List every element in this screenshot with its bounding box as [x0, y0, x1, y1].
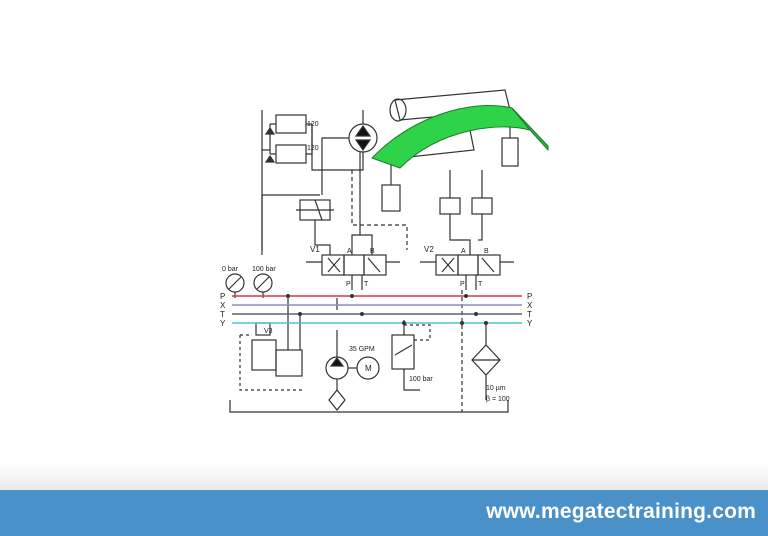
pilot-valve-v3 [251, 339, 277, 371]
port-t-right: T [478, 281, 483, 288]
relief-top-setting: 120 [307, 121, 319, 128]
relief-valve-top [275, 114, 307, 134]
line-x-label-left: X [220, 301, 226, 310]
relief-valve-bottom [275, 144, 307, 164]
line-p-label-right: P [527, 292, 532, 301]
filter-beta: β = 100 [486, 396, 510, 403]
port-b-left: B [370, 248, 375, 255]
port-a-right: A [461, 248, 466, 255]
line-t-label-right: T [527, 310, 532, 319]
cylinder-right [501, 137, 519, 167]
port-b-right: B [484, 248, 489, 255]
line-p-label-left: P [220, 292, 225, 301]
tank-return-line [229, 400, 509, 413]
line-y-label-right: Y [527, 319, 533, 328]
gauge-right-label: 100 bar [252, 266, 276, 273]
footer-url[interactable]: www.megatectraining.com [486, 500, 756, 523]
filter-rating: 10 µm [486, 385, 506, 392]
port-a-left: A [347, 248, 352, 255]
cylinder-left [381, 184, 401, 212]
relief-bottom-setting: 120 [307, 145, 319, 152]
line-y-label-left: Y [220, 319, 226, 328]
pilot-valve-label: V3 [264, 328, 273, 335]
gauge-left-label: 0 bar [222, 266, 239, 273]
valve-v2-label: V2 [424, 245, 434, 254]
formed-sheet [371, 104, 532, 169]
pump-flow-label: 35 GPM [349, 346, 375, 353]
footer-shadow [0, 464, 768, 494]
port-t-left: T [364, 281, 369, 288]
hydraulic-schematic: V1 V2 A B P T A B P T 120 120 0 bar 100 … [220, 89, 549, 413]
motor-label: M [365, 364, 372, 373]
valve-v1-label: V1 [310, 245, 320, 254]
relief-valve-main [391, 334, 415, 370]
line-x-label-right: X [527, 301, 533, 310]
line-t-label-left: T [220, 310, 225, 319]
relief-main-setting: 100 bar [409, 376, 433, 383]
footer-bar: www.megatectraining.com [0, 490, 768, 536]
port-p-right: P [460, 281, 465, 288]
port-p-left: P [346, 281, 351, 288]
